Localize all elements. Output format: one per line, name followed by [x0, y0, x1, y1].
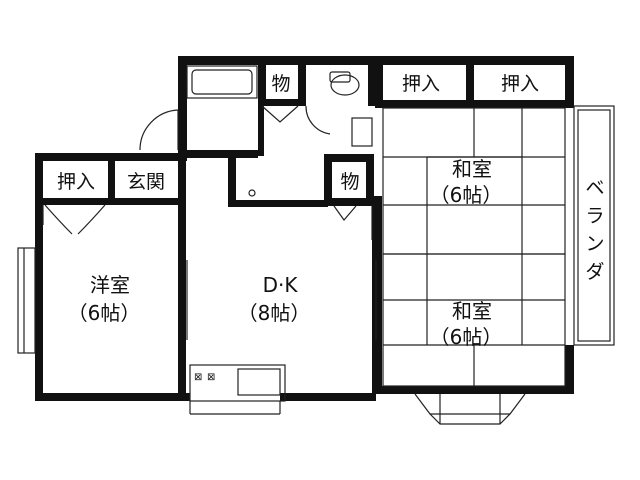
storage-mid-label: 物 — [340, 171, 359, 193]
japanese-room-upper-name: 和室 — [452, 157, 492, 181]
closet-top-left-label: 押入 — [402, 73, 440, 95]
entrance-label: 玄関 — [127, 171, 165, 193]
balcony-char-3: ン — [585, 233, 604, 255]
thin-lines — [17, 65, 615, 425]
dining-kitchen-name: D·K — [263, 273, 299, 297]
stove-burner-left-icon: ⊠ — [194, 372, 202, 383]
western-room-name: 洋室 — [90, 273, 130, 297]
japanese-room-lower-name: 和室 — [452, 299, 492, 323]
balcony-char-4: ダ — [585, 261, 604, 283]
balcony-char-2: ラ — [585, 205, 604, 227]
storage-top-label: 物 — [271, 73, 290, 95]
dining-kitchen-size: （8帖） — [238, 301, 311, 325]
interior-walls — [35, 56, 474, 400]
stove-burner-right-icon: ⊠ — [207, 372, 215, 383]
japanese-room-lower-size: （6帖） — [430, 325, 503, 349]
balcony-char-1: ベ — [585, 177, 604, 199]
closet-west-label: 押入 — [57, 171, 95, 193]
japanese-room-upper-size: （6帖） — [430, 183, 503, 207]
closet-top-right-label: 押入 — [501, 73, 539, 95]
western-room-size: （6帖） — [68, 301, 141, 325]
